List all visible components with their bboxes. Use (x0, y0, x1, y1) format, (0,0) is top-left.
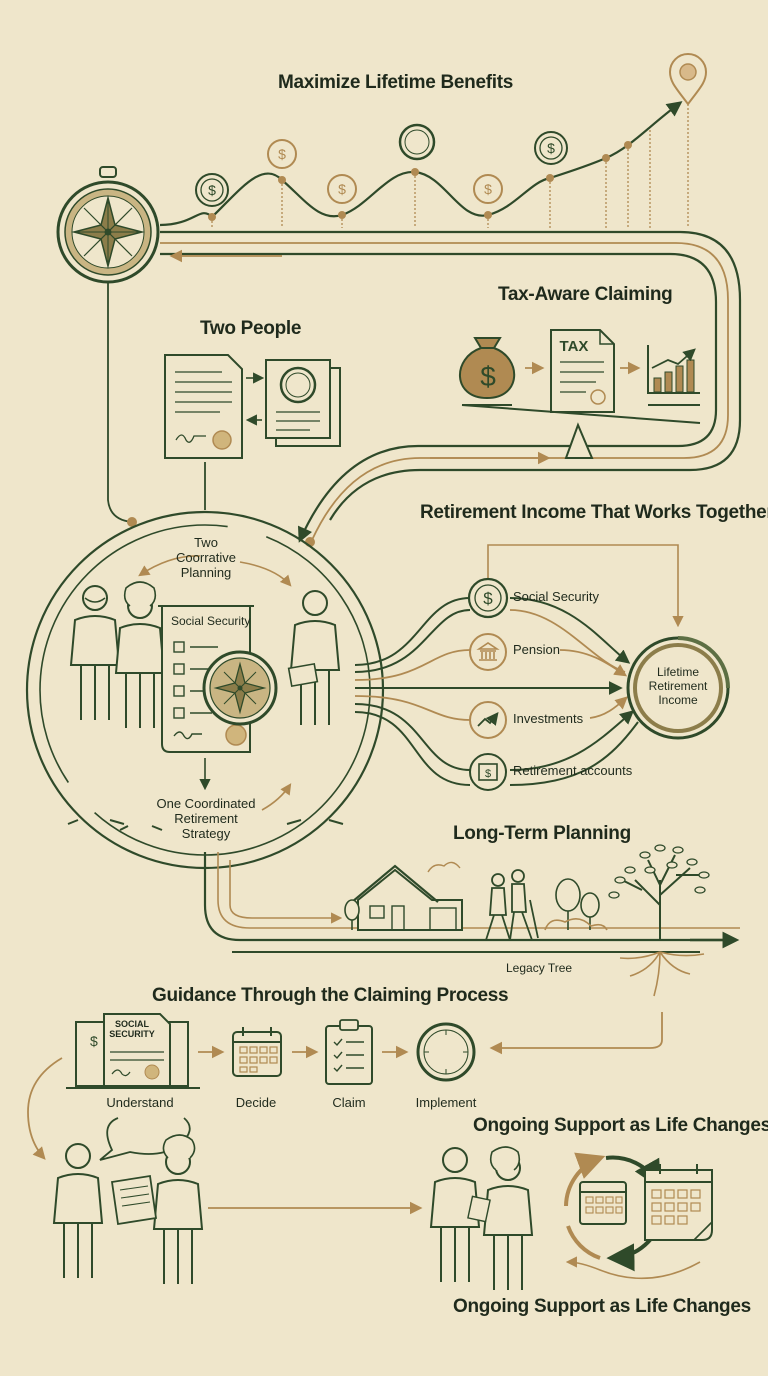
journey-road (107, 230, 742, 547)
heading-ongoing-support-bottom: Ongoing Support as Life Changes (453, 1296, 751, 1317)
svg-text:TAX: TAX (560, 338, 589, 355)
income-source-retirement-accounts: Retirement accounts (513, 763, 633, 778)
calendar-icon (579, 1181, 627, 1225)
trend-icon (469, 701, 507, 739)
income-streams (354, 544, 684, 786)
claiming-process: $ (66, 1013, 476, 1089)
support-illustration (430, 1146, 533, 1291)
step-implement: Implement (415, 1095, 477, 1110)
compass-icon (416, 1022, 476, 1082)
svg-text:$: $ (480, 361, 496, 392)
compass-icon (398, 123, 436, 161)
safe-icon: $ (469, 753, 507, 791)
svg-text:$: $ (90, 1033, 98, 1049)
dollar-coin-icon: $ (467, 577, 509, 619)
bar-chart-icon (647, 345, 700, 394)
speech-bubble (99, 1117, 191, 1161)
step-understand: Understand (106, 1095, 174, 1110)
document-title: Social Security (171, 614, 251, 628)
income-source-icons: $ $ (467, 577, 509, 791)
house-icon (351, 861, 463, 931)
compass-icon (56, 166, 160, 284)
handoff-illustration (53, 1134, 203, 1285)
income-source-investments: Investments (513, 711, 584, 726)
calendar-icon (232, 1027, 282, 1077)
step-claim: Claim (332, 1095, 366, 1110)
heading-maximize-benefits: Maximize Lifetime Benefits (278, 72, 514, 93)
two-people-documents (164, 354, 341, 459)
money-bag-icon: $ (458, 337, 516, 400)
dollar-coin-icon (195, 173, 229, 207)
walking-couple (485, 869, 539, 941)
bank-icon (469, 633, 507, 671)
balance-scale-icon (461, 404, 701, 459)
flow-arrow (565, 1256, 701, 1280)
trees-decoration (344, 878, 608, 931)
step-decide: Decide (235, 1095, 277, 1110)
income-source-pension: Pension (513, 642, 560, 657)
dollar-coin-icon (267, 139, 297, 169)
social-security-document (158, 605, 278, 753)
map-pin-icon (668, 53, 708, 106)
heading-tax-aware: Tax-Aware Claiming (498, 284, 673, 305)
coordinated-strategy-label: One Coordinated Retirement Strategy (156, 796, 256, 841)
dollar-coin-icon (327, 174, 357, 204)
heading-ongoing-support: Ongoing Support as Life Changes (473, 1115, 768, 1136)
legacy-tree-label: Legacy Tree (506, 961, 573, 975)
return-arrow (489, 1012, 663, 1055)
advisor-illustration (286, 590, 344, 825)
dollar-coin-icon (534, 131, 568, 165)
lifetime-income-ring (626, 636, 730, 740)
income-source-social-security: Social Security (513, 589, 599, 604)
heading-two-people: Two People (200, 318, 302, 339)
heading-guidance: Guidance Through the Claiming Process (152, 985, 509, 1006)
cooperative-planning-label: Two Coorrative Planning (176, 535, 236, 580)
tree-icon (608, 844, 710, 997)
svg-text:$: $ (483, 589, 493, 608)
dollar-coin-icon (473, 174, 503, 204)
heading-long-term: Long-Term Planning (453, 823, 631, 844)
lifetime-income-label: Lifetime Retirement Income (648, 665, 708, 707)
tax-aware-group: $ TAX (458, 329, 701, 459)
calendar-icon (644, 1164, 713, 1241)
tax-form-icon: TAX (550, 329, 615, 413)
process-document-title: SOCIAL SECURITY (109, 1019, 155, 1040)
checklist-icon (325, 1019, 373, 1085)
social-security-form-icon: $ (66, 1013, 200, 1089)
svg-text:$: $ (485, 768, 491, 780)
compass-icon (202, 650, 278, 726)
long-term-road (203, 852, 740, 953)
couple-illustration (67, 581, 165, 831)
heading-income-together: Retirement Income That Works Together (420, 502, 768, 523)
flow-arrow (27, 1057, 63, 1160)
compass-icon (279, 366, 317, 404)
benefit-growth-curve (159, 53, 708, 228)
